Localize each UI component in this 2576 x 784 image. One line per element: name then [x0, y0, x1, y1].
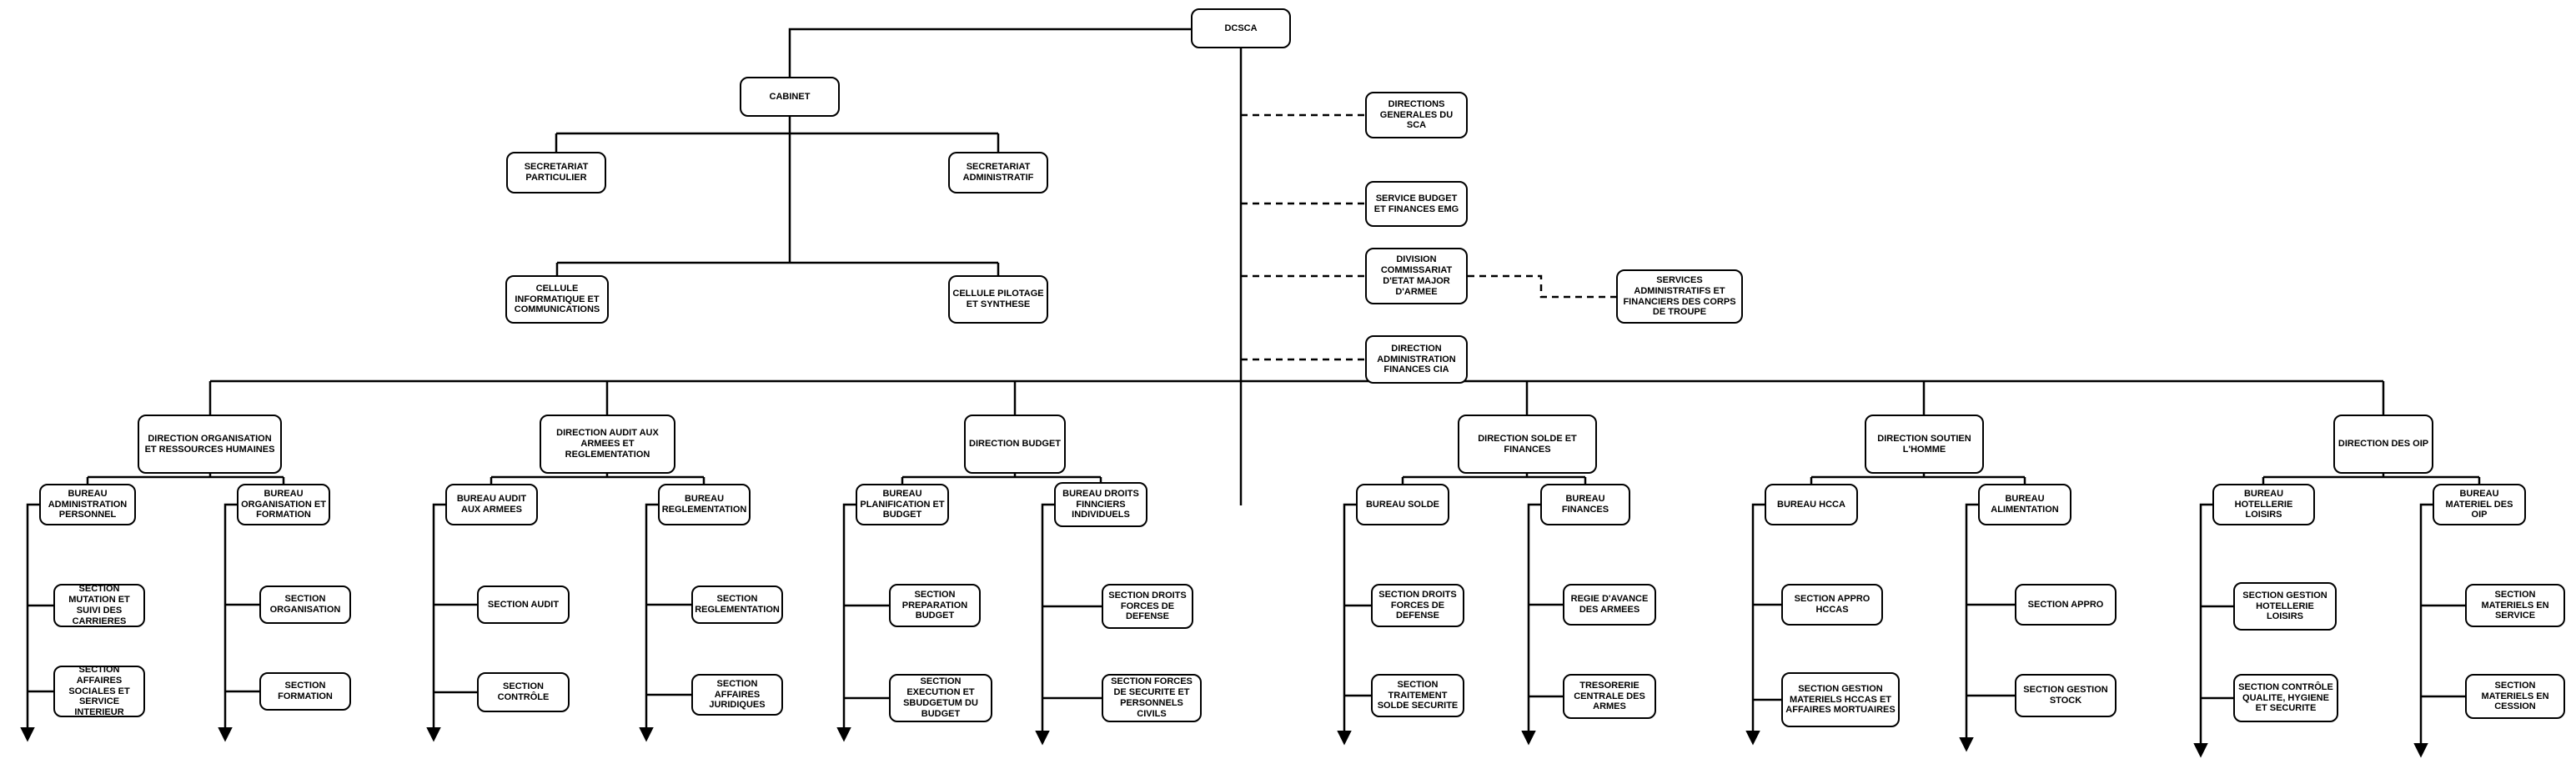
node-section-affaires-sociales: SECTION AFFAIRES SOCIALES ET SERVICE INT… [53, 665, 145, 717]
node-direction-budget: DIRECTION BUDGET [964, 415, 1066, 474]
node-section-gestion-hotellerie-loisirs: SECTION GESTION HOTELLERIE LOISIRS [2233, 582, 2337, 631]
node-service-budget-finances-emg: SERVICE BUDGET ET FINANCES EMG [1365, 181, 1468, 227]
node-cellule-informatique-communications: CELLULE INFORMATIQUE ET COMMUNICATIONS [505, 275, 609, 324]
node-bureau-alimentation: BUREAU ALIMENTATION [1978, 484, 2071, 525]
node-bureau-hotellerie-loisirs: BUREAU HOTELLERIE LOISIRS [2212, 484, 2315, 525]
node-bureau-solde: BUREAU SOLDE [1356, 484, 1449, 525]
node-bureau-hcca: BUREAU HCCA [1765, 484, 1858, 525]
node-bureau-organisation-formation: BUREAU ORGANISATION ET FORMATION [237, 484, 330, 525]
node-services-administratifs-financiers: SERVICES ADMINISTRATIFS ET FINANCIERS DE… [1616, 269, 1743, 324]
node-direction-organisation-rh: DIRECTION ORGANISATION ET RESSOURCES HUM… [138, 415, 282, 474]
node-cabinet: CABINET [740, 77, 840, 117]
node-direction-solde-finances: DIRECTION SOLDE ET FINANCES [1458, 415, 1597, 474]
node-section-execution-budget: SECTION EXECUTION ET SBUDGETUM DU BUDGET [889, 674, 992, 722]
node-direction-administration-finances-cia: DIRECTION ADMINISTRATION FINANCES CIA [1365, 335, 1468, 384]
node-section-materiels-en-cession: SECTION MATERIELS EN CESSION [2465, 674, 2565, 719]
node-bureau-droits-financiers: BUREAU DROITS FINNCIERS INDIVIDUELS [1054, 482, 1147, 527]
node-section-organisation: SECTION ORGANISATION [259, 585, 351, 624]
node-direction-soutien-homme: DIRECTION SOUTIEN L'HOMME [1865, 415, 1984, 474]
node-section-audit: SECTION AUDIT [477, 585, 570, 624]
node-bureau-administration-personnel: BUREAU ADMINISTRATION PERSONNEL [39, 484, 136, 525]
node-section-mutation-suivi-carrieres: SECTION MUTATION ET SUIVI DES CARRIERES [53, 584, 145, 627]
node-bureau-audit-armees: BUREAU AUDIT AUX ARMEES [445, 484, 538, 525]
node-section-appro-hccas: SECTION APPRO HCCAS [1781, 584, 1883, 626]
node-section-forces-securite-personnels-civils: SECTION FORCES DE SECURITE ET PERSONNELS… [1102, 674, 1202, 722]
node-bureau-planification-budget: BUREAU PLANIFICATION ET BUDGET [856, 484, 949, 525]
node-secretariat-particulier: SECRETARIAT PARTICULIER [506, 152, 606, 193]
node-section-formation: SECTION FORMATION [259, 672, 351, 711]
node-regie-avance-armees: REGIE D'AVANCE DES ARMEES [1563, 584, 1656, 626]
node-direction-audit-armees: DIRECTION AUDIT AUX ARMEES ET REGLEMENTA… [540, 415, 675, 474]
node-section-gestion-stock: SECTION GESTION STOCK [2015, 674, 2117, 717]
node-cellule-pilotage-synthese: CELLULE PILOTAGE ET SYNTHESE [948, 275, 1048, 324]
node-bureau-finances: BUREAU FINANCES [1540, 484, 1630, 525]
node-section-materiels-en-service: SECTION MATERIELS EN SERVICE [2465, 584, 2565, 627]
node-secretariat-administratif: SECRETARIAT ADMINISTRATIF [948, 152, 1048, 193]
node-section-reglementation: SECTION REGLEMENTATION [691, 585, 783, 624]
node-division-commissariat-etat-major: DIVISION COMMISSARIAT D'ETAT MAJOR D'ARM… [1365, 248, 1468, 304]
node-bureau-materiel-oip: BUREAU MATERIEL DES OIP [2433, 484, 2526, 525]
node-section-droits-forces-defense-solde: SECTION DROITS FORCES DE DEFENSE [1371, 584, 1464, 627]
node-section-affaires-juridiques: SECTION AFFAIRES JURIDIQUES [691, 674, 783, 716]
node-section-droits-forces-defense-dfi: SECTION DROITS FORCES DE DEFENSE [1102, 584, 1193, 629]
node-dcsca: DCSCA [1191, 8, 1291, 48]
node-direction-des-oip: DIRECTION DES OIP [2333, 415, 2433, 474]
node-section-appro: SECTION APPRO [2015, 584, 2117, 626]
node-section-traitement-solde-securite: SECTION TRAITEMENT SOLDE SECURITE [1371, 674, 1464, 717]
node-bureau-reglementation: BUREAU REGLEMENTATION [658, 484, 751, 525]
node-section-preparation-budget: SECTION PREPARATION BUDGET [889, 584, 981, 627]
node-tresorerie-centrale-armes: TRESORERIE CENTRALE DES ARMES [1563, 674, 1656, 719]
node-section-controle-qualite-hygiene: SECTION CONTRÔLE QUALITE, HYGIENE ET SEC… [2233, 674, 2338, 722]
node-section-gestion-materiels-hccas: SECTION GESTION MATERIELS HCCAS ET AFFAI… [1781, 672, 1900, 727]
node-section-controle: SECTION CONTRÔLE [477, 672, 570, 712]
node-directions-generales-sca: DIRECTIONS GENERALES DU SCA [1365, 92, 1468, 138]
